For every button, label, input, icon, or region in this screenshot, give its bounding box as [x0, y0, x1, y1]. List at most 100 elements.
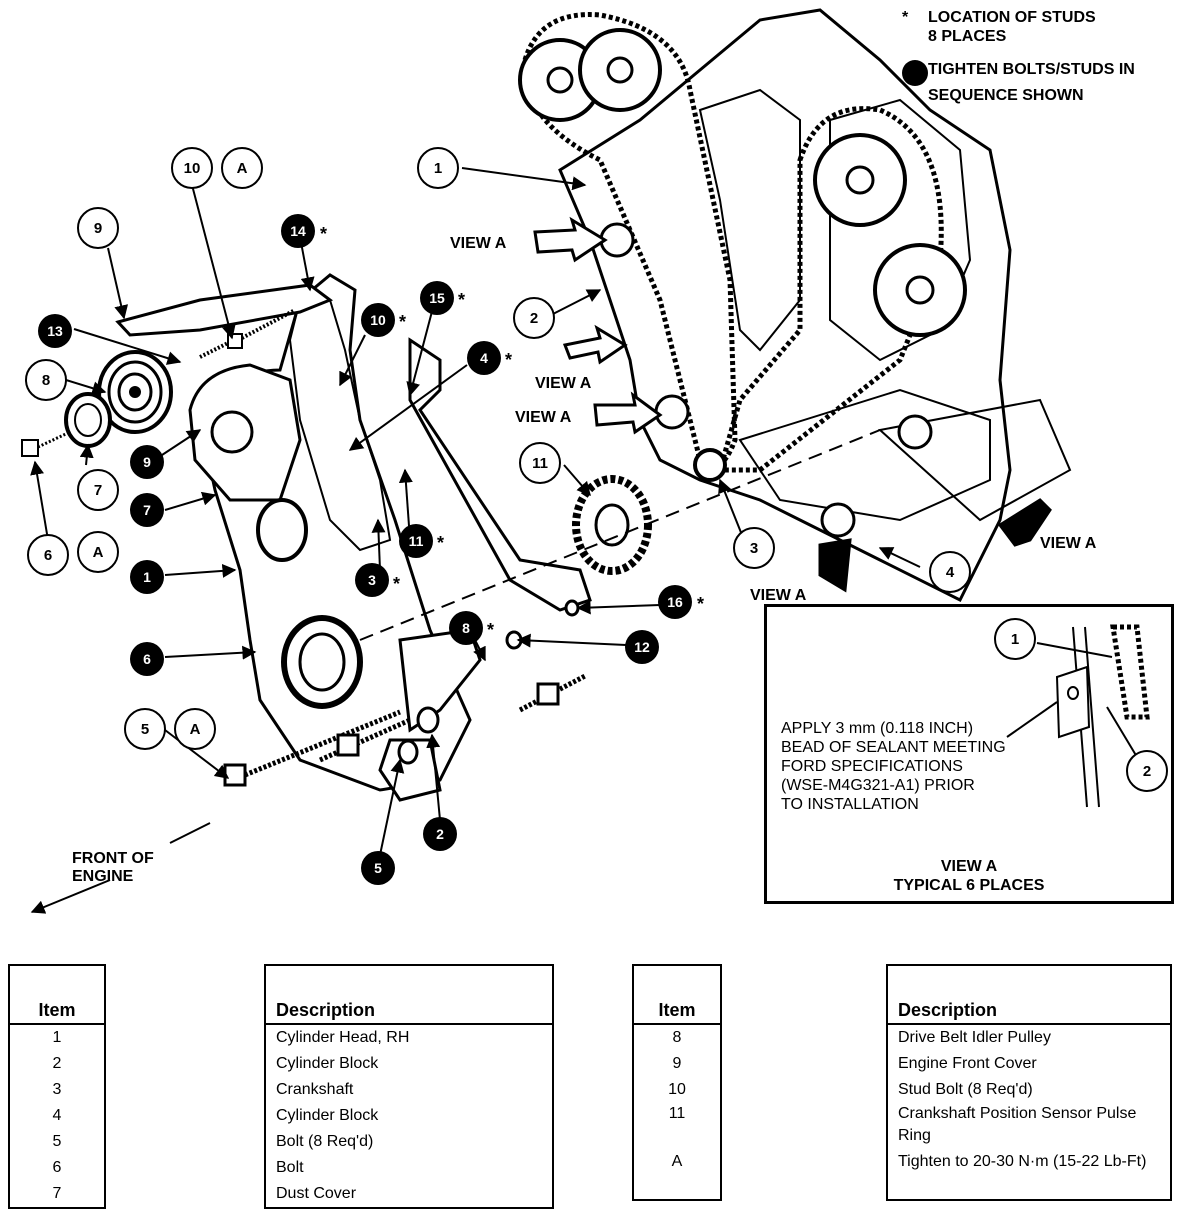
callout-open-1-text: 1: [434, 160, 442, 177]
callout-open-1: [417, 147, 459, 189]
description-header-left: Description: [265, 965, 553, 1025]
callout-seq-11-text: 11: [409, 533, 424, 549]
sealant-note-line4: (WSE-M4G321-A1) PRIOR: [781, 777, 975, 794]
callout-seq-9-text: 9: [143, 454, 151, 470]
leader-lines: [30, 167, 921, 856]
item-cell: 1: [52, 1029, 62, 1046]
cam-sprocket-right: [813, 133, 907, 227]
pulse-ring: [572, 475, 652, 575]
description-cell: Dust Cover: [276, 1185, 357, 1202]
inset-callout-2: 2: [1143, 763, 1151, 780]
callout-open-5-text: 5: [141, 721, 149, 738]
item-cell: 4: [52, 1107, 62, 1124]
star-16: *: [697, 594, 704, 614]
callout-seq-9: [130, 445, 164, 479]
description-cell: Bolt: [276, 1159, 304, 1176]
item-table-right: Item 8 9 10 11 A: [632, 964, 722, 1201]
description-header-right: Description: [887, 965, 1171, 1025]
callout-seq-4: [467, 341, 501, 375]
view-a-caption: VIEW A TYPICAL 6 PLACES: [767, 857, 1171, 895]
view-a-inset: 1 2 APPLY 3 mm (0.118 INCH) BEAD OF SEAL…: [764, 604, 1174, 904]
front-cover-seal: [281, 615, 363, 709]
callout-seq-3: [355, 563, 389, 597]
idler-pulley: [97, 350, 173, 434]
description-cell: Bolt (8 Req'd): [276, 1133, 374, 1150]
legend-tighten-line1: TIGHTEN BOLTS/STUDS IN: [928, 61, 1135, 78]
tensioner: [188, 363, 308, 562]
callout-seq-16-text: 16: [667, 594, 683, 610]
bolt-6: [21, 430, 71, 457]
callout-open-5: [124, 708, 166, 750]
item-cell: 10: [668, 1081, 686, 1098]
legend-tighten: TIGHTEN BOLTS/STUDS IN SEQUENCE SHOWN: [902, 60, 1135, 105]
description-table-left: Description Cylinder Head, RH Cylinder B…: [264, 964, 554, 1209]
view-a-label-1: VIEW A: [450, 235, 507, 252]
callout-seq-6: [130, 642, 164, 676]
view-a-label-2: VIEW A: [535, 375, 592, 392]
legend: *LOCATION OF STUDS 8 PLACES TIGHTEN BOLT…: [902, 8, 1135, 105]
sealant-note-line1: APPLY 3 mm (0.118 INCH): [781, 720, 974, 737]
front-of-engine-line2: ENGINE: [72, 868, 134, 885]
item-cell: 7: [52, 1185, 62, 1202]
star-15: *: [458, 290, 465, 310]
star-icon: *: [902, 9, 909, 26]
view-a-labels: VIEW A VIEW A VIEW A VIEW A VIEW A: [450, 235, 1097, 604]
item-cell: 9: [672, 1055, 682, 1072]
view-a-caption-line2: TYPICAL 6 PLACES: [893, 877, 1045, 894]
callout-seq-10-text: 10: [370, 312, 386, 328]
callout-seq-2-text: 2: [436, 826, 444, 842]
callout-seq-10: [361, 303, 395, 337]
callout-seq-1: [130, 560, 164, 594]
front-of-engine-line1: FRONT OF: [72, 850, 154, 867]
star-11: *: [437, 533, 444, 553]
callout-open-4: [929, 551, 971, 593]
description-cell: Drive Belt Idler Pulley: [898, 1029, 1051, 1046]
sensor-bracket: [408, 337, 592, 612]
callout-open-6-text: 6: [44, 547, 52, 564]
sealant-note: APPLY 3 mm (0.118 INCH) BEAD OF SEALANT …: [781, 719, 1006, 814]
callout-seq-3-text: 3: [368, 572, 376, 588]
legend-tighten-line2: SEQUENCE SHOWN: [928, 87, 1084, 104]
callout-open-a-top: [221, 147, 263, 189]
callout-open-a-low-text: A: [190, 721, 201, 738]
view-a-arrows: [533, 216, 1052, 593]
item-table-left: Item 1 2 3 4 5 6 7: [8, 964, 106, 1209]
view-a-circles: [599, 222, 933, 538]
callout-seq-14: [281, 214, 315, 248]
callout-seq-16: [658, 585, 692, 619]
callout-seq-12-text: 12: [634, 639, 650, 655]
sealant-note-line3: FORD SPECIFICATIONS: [781, 758, 963, 775]
callout-seq-8: [449, 611, 483, 645]
sealant-note-line5: TO INSTALLATION: [781, 796, 919, 813]
item-header-right: Item: [633, 965, 721, 1025]
filled-circle-icon: [902, 60, 928, 86]
item-cell: 6: [52, 1159, 62, 1176]
description-cell: Stud Bolt (8 Req'd): [898, 1081, 1033, 1098]
timing-chain-left: [522, 12, 738, 470]
callout-seq-6-text: 6: [143, 651, 151, 667]
open-callout-labels: 10 A 9 8 7 6 A 5 A 1 2 11 3 4: [42, 160, 955, 738]
cam-sprocket-right-2: [873, 243, 967, 337]
sealant-note-line2: BEAD OF SEALANT MEETING: [781, 739, 1006, 756]
view-a-label-5: VIEW A: [750, 587, 807, 604]
callout-open-11: [519, 442, 561, 484]
open-callouts: [25, 147, 971, 750]
callout-open-11-text: 11: [532, 455, 548, 472]
description-table-right: Description Drive Belt Idler Pulley Engi…: [886, 964, 1172, 1201]
legend-studs: *LOCATION OF STUDS 8 PLACES: [902, 8, 1135, 46]
dust-cover: [64, 392, 112, 448]
description-cell: Cylinder Block: [276, 1055, 379, 1072]
callout-seq-1-text: 1: [143, 569, 151, 585]
callout-open-7-text: 7: [94, 482, 102, 499]
callout-open-9-text: 9: [94, 220, 102, 237]
item-cell: 2: [52, 1055, 62, 1072]
item-cell: 5: [52, 1133, 62, 1150]
callout-open-8: [25, 359, 67, 401]
callout-open-a-mid-text: A: [93, 544, 104, 561]
callout-open-9: [77, 207, 119, 249]
filled-callout-labels: 14 13 10 15 4 9 7 1 11 3 6 16 8 12 5 2: [47, 223, 683, 876]
callout-seq-7-text: 7: [143, 502, 151, 518]
description-cell: Cylinder Head, RH: [276, 1029, 410, 1046]
description-cell: Crankshaft: [276, 1081, 354, 1098]
